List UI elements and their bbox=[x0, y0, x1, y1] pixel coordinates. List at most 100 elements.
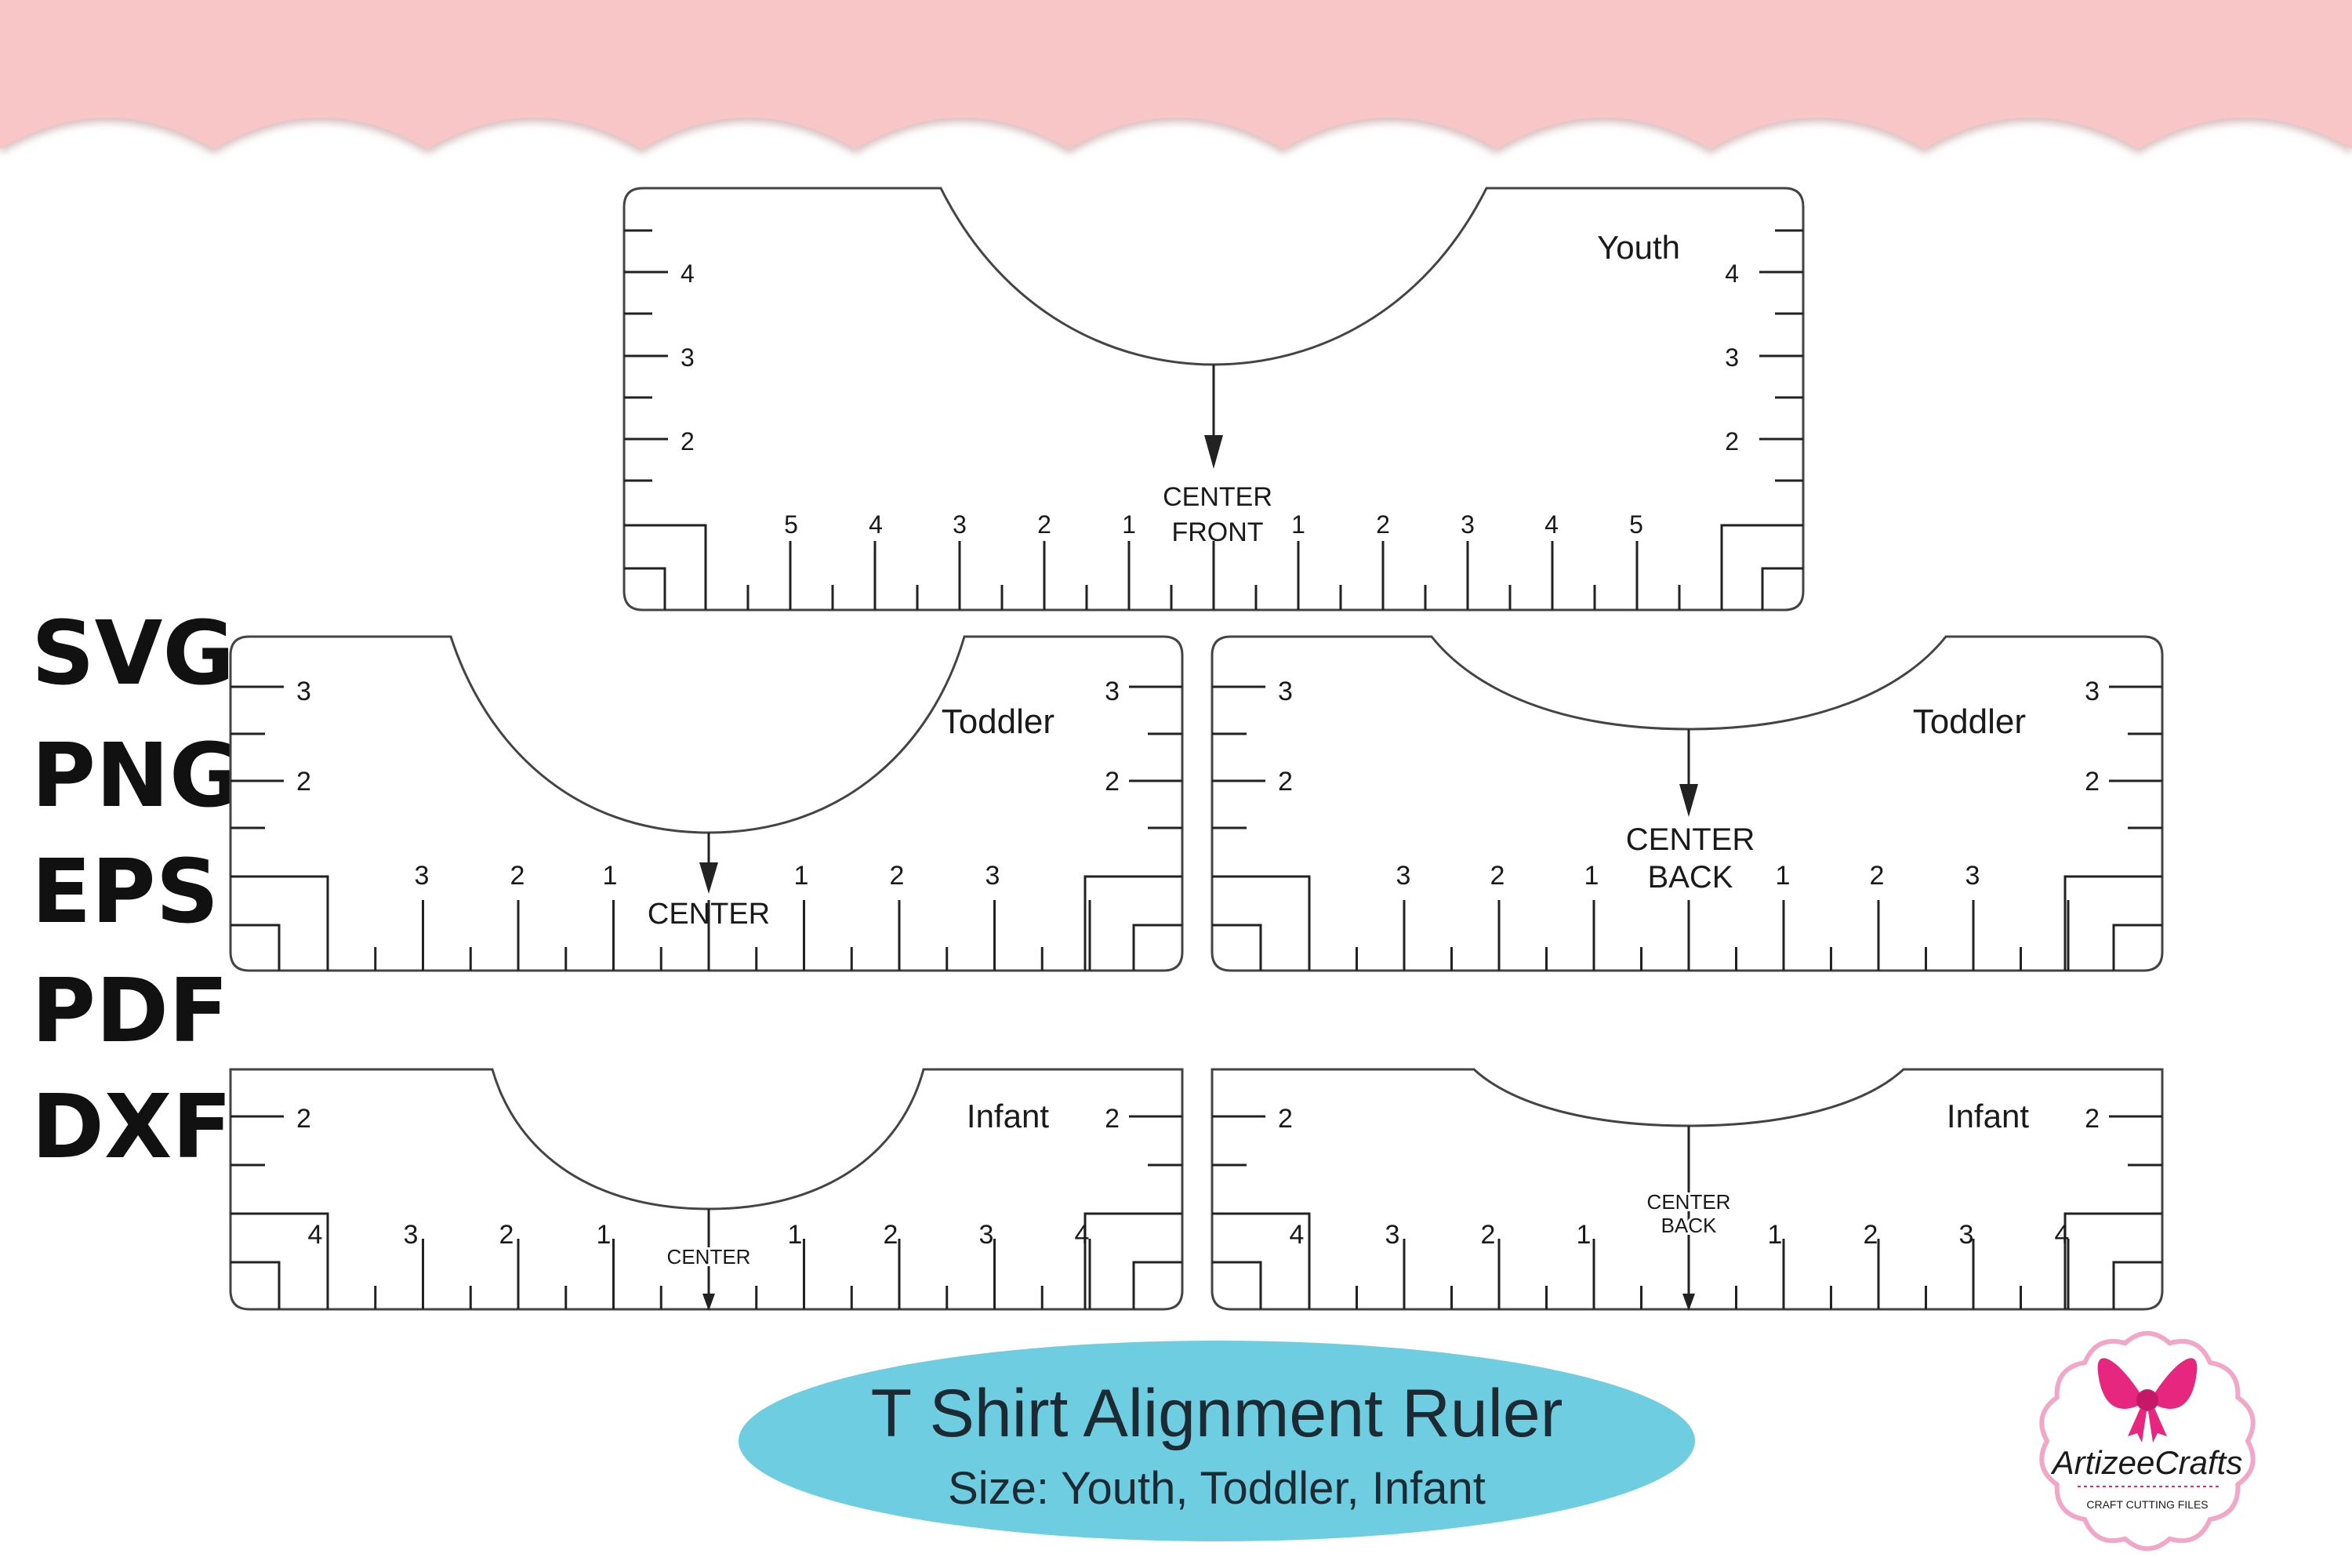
bottom-number: 3 bbox=[404, 1220, 419, 1250]
bottom-number: 5 bbox=[1629, 510, 1643, 539]
center-label-line1: CENTER bbox=[1647, 1190, 1731, 1214]
bottom-numbers: 4 3 2 1 1 2 3 4 bbox=[1290, 1220, 2070, 1250]
bow-icon bbox=[2097, 1358, 2198, 1443]
side-numbers-left: 4 3 2 bbox=[681, 260, 695, 456]
center-arrow bbox=[699, 833, 718, 894]
bottom-number: 4 bbox=[1290, 1220, 1305, 1250]
format-list: SVG PNG EPS PDF DXF bbox=[31, 603, 241, 1178]
bottom-number: 1 bbox=[1122, 510, 1136, 539]
format-png: PNG bbox=[31, 725, 241, 827]
side-tick-marks bbox=[230, 685, 1182, 829]
bottom-number: 2 bbox=[1037, 510, 1051, 539]
side-tick-marks bbox=[230, 1115, 1182, 1167]
corner-guides bbox=[1212, 1212, 2162, 1309]
bottom-number: 4 bbox=[1075, 1220, 1090, 1250]
center-label: CENTER bbox=[667, 1245, 751, 1269]
bottom-number: 3 bbox=[1965, 861, 1980, 891]
bottom-number: 2 bbox=[510, 861, 525, 891]
format-pdf: PDF bbox=[31, 960, 229, 1062]
format-svg: SVG bbox=[31, 603, 234, 705]
bottom-numbers: 4 3 2 1 1 2 3 4 bbox=[308, 1220, 1090, 1250]
corner-guides bbox=[624, 524, 1803, 610]
scalloped-top-border bbox=[0, 0, 2352, 149]
ruler-outline bbox=[229, 635, 1184, 972]
side-numbers: 2 2 bbox=[1278, 1104, 2100, 1134]
bottom-number: 4 bbox=[1544, 510, 1559, 539]
bottom-number: 1 bbox=[1768, 1220, 1783, 1250]
bottom-number: 2 bbox=[1376, 510, 1390, 539]
size-label: Toddler bbox=[1913, 702, 2026, 741]
bottom-number: 3 bbox=[979, 1220, 994, 1250]
bottom-number: 2 bbox=[1490, 861, 1505, 891]
bottom-number: 3 bbox=[1396, 861, 1411, 891]
side-number: 4 bbox=[681, 260, 695, 288]
bottom-number: 2 bbox=[884, 1220, 898, 1250]
bottom-number: 4 bbox=[2055, 1220, 2070, 1250]
bottom-number: 1 bbox=[1291, 510, 1305, 539]
bottom-number: 3 bbox=[1959, 1220, 1974, 1250]
center-arrow bbox=[1204, 365, 1223, 469]
center-arrow bbox=[1679, 729, 1698, 817]
bottom-numbers: 3 2 1 1 2 3 bbox=[1396, 861, 1980, 891]
side-number: 3 bbox=[1725, 343, 1739, 372]
side-numbers-right: 4 3 2 bbox=[1725, 260, 1739, 456]
infant-back-ruler: CENTER BACK Infant 2 2 4 3 2 1 1 2 3 4 bbox=[1210, 1068, 2164, 1311]
side-number: 2 bbox=[1278, 1104, 1293, 1134]
bottom-tick-marks bbox=[1308, 900, 2070, 971]
size-label: Infant bbox=[1947, 1098, 2029, 1134]
format-dxf: DXF bbox=[31, 1076, 232, 1178]
format-eps: EPS bbox=[31, 841, 219, 943]
size-label: Toddler bbox=[942, 702, 1054, 741]
banner-title: T Shirt Alignment Ruler bbox=[871, 1376, 1563, 1451]
center-label-line2: BACK bbox=[1661, 1214, 1717, 1237]
side-number: 3 bbox=[296, 677, 311, 706]
side-number: 4 bbox=[1725, 260, 1739, 288]
bottom-number: 2 bbox=[1864, 1220, 1878, 1250]
center-label-line2: BACK bbox=[1648, 860, 1733, 895]
ruler-outline bbox=[229, 1068, 1184, 1311]
bottom-numbers: 5 4 3 2 1 1 2 3 4 5 bbox=[784, 510, 1643, 539]
corner-guides bbox=[230, 875, 1182, 971]
side-number: 3 bbox=[681, 343, 695, 372]
center-arrow bbox=[1682, 1126, 1695, 1311]
side-number: 2 bbox=[2085, 767, 2100, 797]
side-tick-marks bbox=[1212, 685, 2162, 829]
center-label-line1: CENTER bbox=[1626, 822, 1755, 857]
bottom-number: 3 bbox=[1385, 1220, 1400, 1250]
brand-logo: ArtizeeCrafts CRAFT CUTTING FILES bbox=[2039, 1330, 2256, 1552]
logo-tagline: CRAFT CUTTING FILES bbox=[2086, 1498, 2208, 1511]
bottom-number: 3 bbox=[415, 861, 430, 891]
title-banner: T Shirt Alignment Ruler Size: Youth, Tod… bbox=[739, 1341, 1695, 1541]
bottom-number: 4 bbox=[869, 510, 883, 539]
bottom-number: 1 bbox=[1584, 861, 1599, 891]
side-number: 3 bbox=[1105, 677, 1120, 706]
logo-brand-name: ArtizeeCrafts bbox=[2050, 1444, 2243, 1481]
bottom-number: 2 bbox=[1870, 861, 1885, 891]
bottom-numbers: 3 2 1 1 2 3 bbox=[415, 861, 1000, 891]
center-arrow bbox=[702, 1209, 715, 1311]
bottom-number: 2 bbox=[1481, 1220, 1496, 1250]
bottom-number: 1 bbox=[1577, 1220, 1592, 1250]
size-label: Infant bbox=[967, 1098, 1049, 1134]
side-numbers: 2 2 bbox=[296, 1104, 1120, 1134]
side-number: 3 bbox=[1278, 677, 1293, 706]
center-label: CENTER bbox=[648, 898, 770, 931]
corner-guides bbox=[230, 1212, 1182, 1309]
side-number: 2 bbox=[1278, 767, 1293, 797]
bottom-number: 2 bbox=[890, 861, 905, 891]
side-number: 2 bbox=[1105, 767, 1120, 797]
center-label-line1: CENTER bbox=[1163, 482, 1272, 512]
bottom-number: 4 bbox=[308, 1220, 323, 1250]
side-number: 2 bbox=[1725, 427, 1739, 456]
bottom-number: 1 bbox=[1776, 861, 1791, 891]
ruler-outline bbox=[1210, 1068, 2164, 1311]
side-number: 2 bbox=[681, 427, 695, 456]
corner-guides bbox=[1212, 875, 2162, 971]
side-number: 2 bbox=[296, 767, 311, 797]
bottom-number: 5 bbox=[784, 510, 798, 539]
bottom-number: 1 bbox=[788, 1220, 803, 1250]
side-number: 2 bbox=[2085, 1104, 2100, 1134]
side-numbers: 3 2 3 2 bbox=[1278, 677, 2100, 797]
toddler-front-ruler: CENTER Toddler 3 2 3 2 3 2 1 1 2 3 bbox=[229, 635, 1184, 972]
